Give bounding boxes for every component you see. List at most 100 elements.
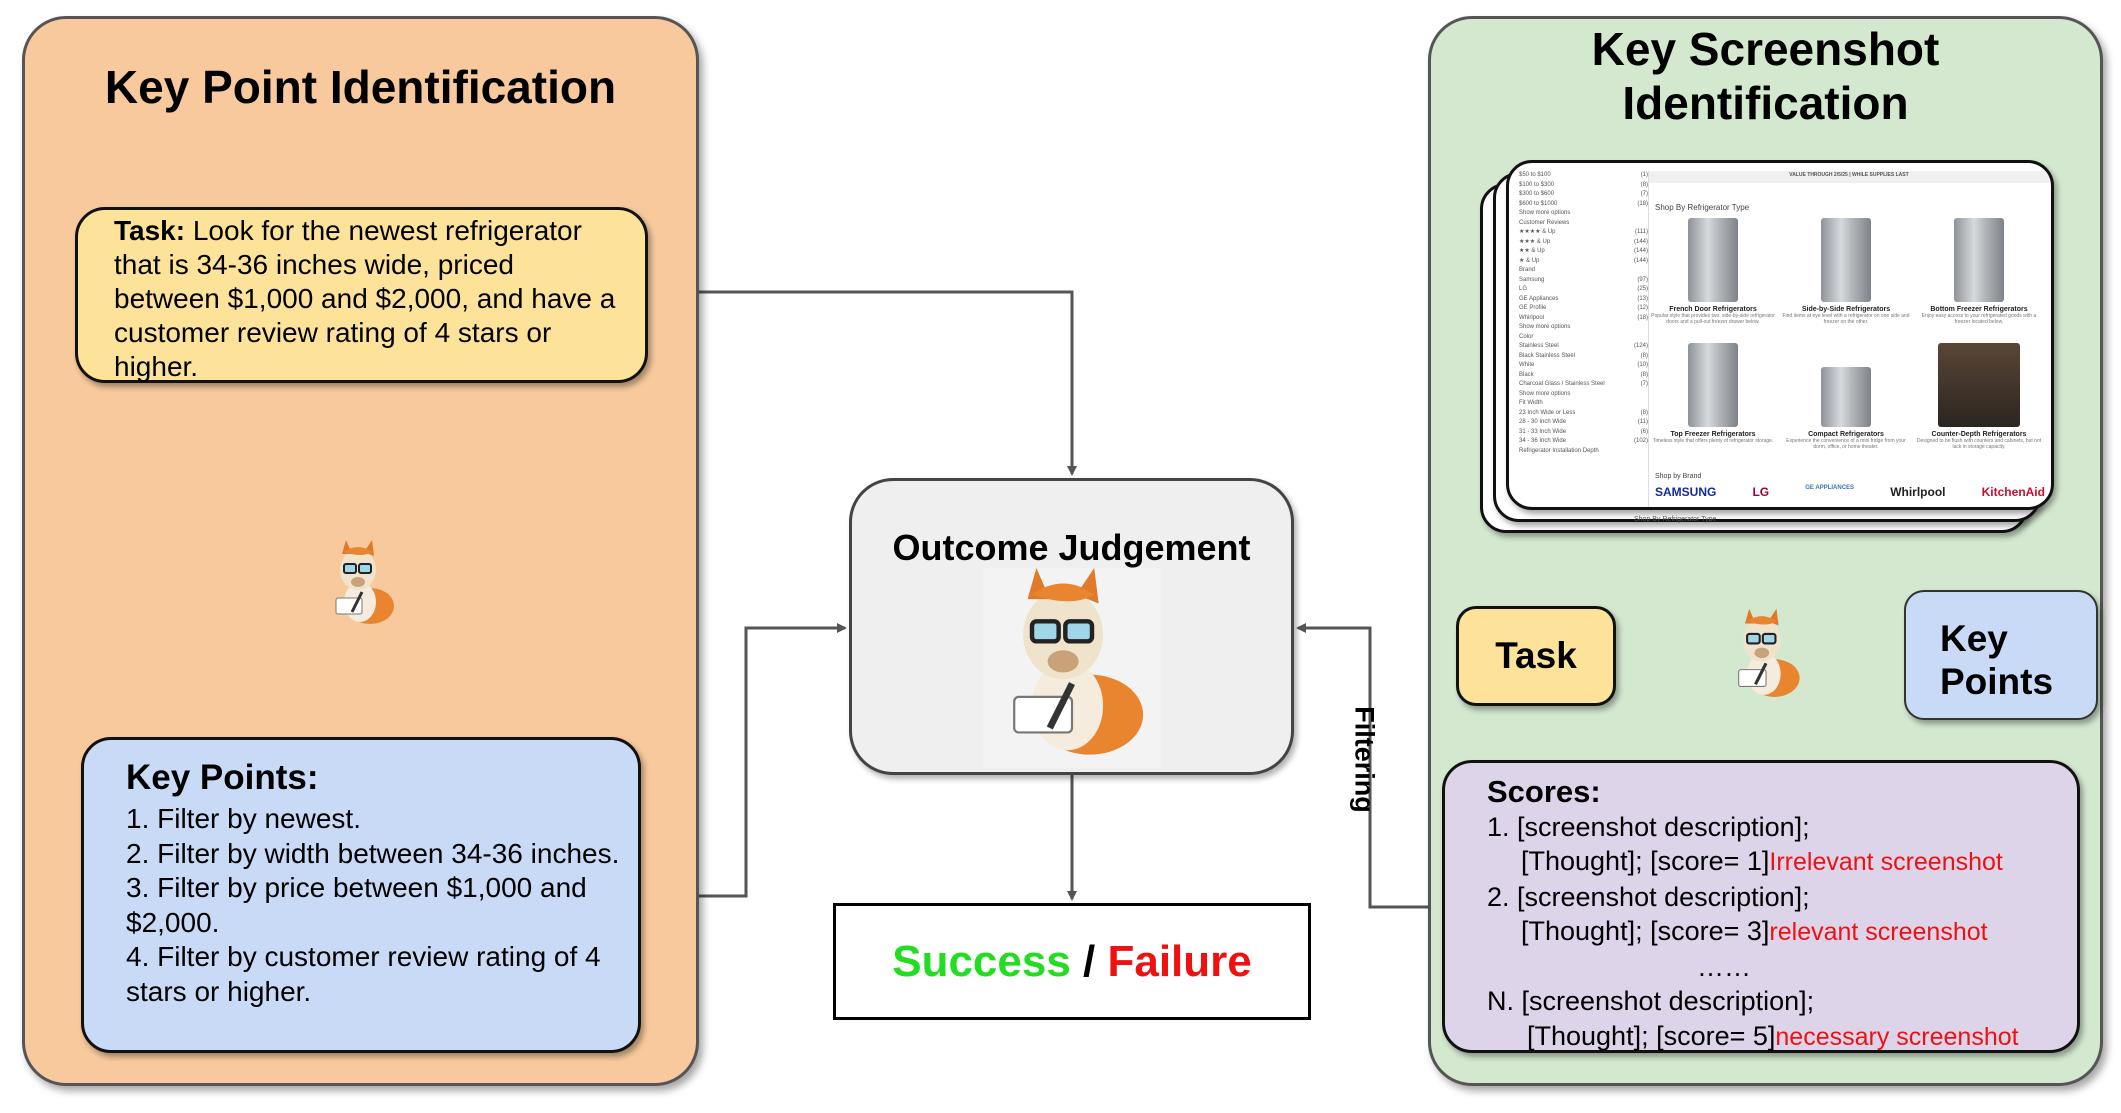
title-line: Key Screenshot — [1591, 23, 1940, 75]
refrigerator-image — [1821, 367, 1871, 427]
screenshot-sidebar: $50 to $100(1)$100 to $300(8)$300 to $60… — [1519, 171, 1649, 507]
key-point-identification-title: Key Point Identification — [104, 61, 617, 113]
sidebar-filter-item[interactable]: Customer Reviews — [1519, 219, 1648, 229]
brand-kitchenaid: KitchenAid — [1981, 485, 2045, 499]
sidebar-filter-item[interactable]: $600 to $1000(18) — [1519, 200, 1648, 210]
brand-row: SAMSUNG LG GE APPLIANCES Whirlpool Kitch… — [1655, 485, 2045, 499]
sidebar-filter-item[interactable]: Brand — [1519, 266, 1648, 276]
screenshot-section-title: Shop By Refrigerator Type — [1655, 203, 1750, 212]
sidebar-filter-item[interactable]: Show more options — [1519, 323, 1648, 333]
brand-whirlpool: Whirlpool — [1890, 485, 1946, 499]
sidebar-filter-count: (111) — [1634, 229, 1648, 235]
sidebar-filter-item[interactable]: Show more options — [1519, 209, 1648, 219]
refrigerator-image — [1821, 218, 1871, 302]
sidebar-filter-count: (18) — [1637, 314, 1648, 321]
sidebar-filter-label: Refrigerator Installation Depth — [1519, 447, 1599, 454]
slash-label: / — [1070, 937, 1108, 986]
score-thought: [Thought]; [score= 1] — [1521, 846, 1770, 876]
sidebar-filter-item[interactable]: $300 to $600(7) — [1519, 190, 1648, 200]
category-description: Popular style that provides two, side-by… — [1651, 313, 1775, 325]
score-note: necessary screenshot — [1775, 1022, 2019, 1051]
success-label: Success — [892, 937, 1071, 986]
sidebar-filter-label: ★★ & Up — [1519, 248, 1545, 254]
kp-line: Points — [1940, 661, 2054, 702]
sidebar-filter-item[interactable]: $50 to $100(1) — [1519, 171, 1648, 181]
category-name: French Door Refrigerators — [1669, 306, 1757, 313]
sidebar-filter-label: Black Stainless Steel — [1519, 352, 1576, 359]
category-name: Compact Refrigerators — [1808, 431, 1884, 438]
sidebar-filter-label: Color — [1519, 333, 1534, 340]
score-note: relevant screenshot — [1769, 918, 1988, 946]
sidebar-filter-item[interactable]: 23 Inch Wide or Less(8) — [1519, 409, 1648, 419]
score-line: N. [screenshot description]; — [1487, 986, 1815, 1016]
screenshot-card-front: $50 to $100(1)$100 to $300(8)$300 to $60… — [1506, 160, 2054, 510]
sidebar-filter-item[interactable]: ★★ & Up (144) — [1519, 247, 1648, 257]
sidebar-filter-item[interactable]: Black(8) — [1519, 371, 1648, 381]
sidebar-filter-item[interactable]: Stainless Steel(124) — [1519, 342, 1648, 352]
shop-by-brand-title: Shop by Brand — [1655, 473, 1702, 480]
kp-line: Key — [1940, 618, 2008, 659]
brand-lg: LG — [1752, 485, 1770, 499]
sidebar-filter-count: (8) — [1640, 371, 1648, 378]
sidebar-filter-label: ★★★★ & Up — [1519, 229, 1556, 235]
key-points-box: Key Points: 1. Filter by newest. 2. Filt… — [81, 737, 641, 1053]
sidebar-filter-item[interactable]: 34 - 36 Inch Wide(102) — [1519, 437, 1648, 447]
sidebar-filter-item[interactable]: GE Appliances(13) — [1519, 295, 1648, 305]
key-point-item: 3. Filter by price between $1,000 and $2… — [126, 872, 587, 938]
score-line: 1. [screenshot description]; — [1487, 811, 1810, 842]
sidebar-filter-item[interactable]: ★★★★ & Up (111) — [1519, 228, 1648, 238]
sidebar-filter-item[interactable]: $100 to $300(8) — [1519, 181, 1648, 191]
refrigerator-image — [1954, 218, 2004, 302]
score-thought: [Thought]; [score= 5] — [1527, 1020, 1776, 1051]
category-description: Enjoy easy access to your refrigerated g… — [1921, 313, 2037, 325]
sidebar-filter-item[interactable]: 31 - 33 Inch Wide(6) — [1519, 428, 1648, 438]
sidebar-filter-count: (25) — [1637, 286, 1648, 292]
scores-title: Scores: — [1487, 774, 1601, 809]
sidebar-filter-count: (7) — [1640, 191, 1648, 197]
sidebar-filter-label: LG — [1519, 286, 1528, 292]
sidebar-filter-count: (144) — [1633, 257, 1648, 264]
sidebar-filter-item[interactable]: ★ & Up(144) — [1519, 257, 1648, 267]
sidebar-filter-label: 28 - 30 Inch Wide — [1519, 419, 1567, 425]
category-name: Side-by-Side Refrigerators — [1801, 306, 1891, 313]
sidebar-filter-item[interactable]: Samsung(97) — [1519, 276, 1648, 286]
sidebar-filter-item[interactable]: Whirlpool(18) — [1519, 314, 1648, 324]
sidebar-filter-item[interactable]: ★★★ & Up(144) — [1519, 238, 1648, 248]
sidebar-filter-item[interactable]: Show more options — [1519, 390, 1648, 400]
score-line: [Thought]; [score= 3]relevant screenshot — [1487, 914, 2077, 950]
key-point-item: 1. Filter by newest. — [126, 803, 361, 834]
sidebar-filter-item[interactable]: Color — [1519, 333, 1648, 343]
failure-label: Failure — [1107, 937, 1252, 986]
sidebar-filter-item[interactable]: Charcoal Glass / Stainless Steel(7) — [1519, 380, 1648, 390]
sidebar-filter-count: (102) — [1633, 438, 1648, 444]
category-description: Experience the convenience of a mini fri… — [1786, 438, 1906, 450]
sidebar-filter-item[interactable]: Fit Width — [1519, 399, 1648, 409]
sidebar-filter-count: (97) — [1637, 276, 1648, 283]
category-description: Designed to be flush with counters and c… — [1916, 438, 2042, 450]
title-line: Identification — [1622, 77, 1909, 129]
sidebar-filter-label: GE Appliances — [1519, 295, 1559, 302]
sidebar-filter-item[interactable]: Refrigerator Installation Depth — [1519, 447, 1648, 457]
sidebar-filter-item[interactable]: White(10) — [1519, 361, 1648, 371]
sidebar-filter-count: (8) — [1640, 409, 1648, 416]
sidebar-filter-label: $600 to $1000 — [1519, 200, 1558, 207]
category-name: Bottom Freezer Refrigerators — [1930, 306, 2028, 313]
sidebar-filter-item[interactable]: GE Profile(12) — [1519, 304, 1648, 314]
sidebar-filter-count: (144) — [1633, 248, 1648, 254]
sidebar-filter-label: Stainless Steel — [1519, 343, 1559, 349]
sidebar-filter-list: $50 to $100(1)$100 to $300(8)$300 to $60… — [1519, 171, 1648, 456]
sidebar-filter-count: (11) — [1637, 419, 1648, 425]
task-box: Task: Look for the newest refrigerator t… — [75, 207, 648, 383]
sidebar-filter-label: Brand — [1519, 267, 1536, 273]
sidebar-filter-item[interactable]: Black Stainless Steel(8) — [1519, 352, 1648, 362]
sidebar-filter-item[interactable]: LG (25) — [1519, 285, 1648, 295]
sidebar-filter-item[interactable]: 28 - 30 Inch Wide (11) — [1519, 418, 1648, 428]
sidebar-filter-count: (8) — [1640, 181, 1648, 188]
